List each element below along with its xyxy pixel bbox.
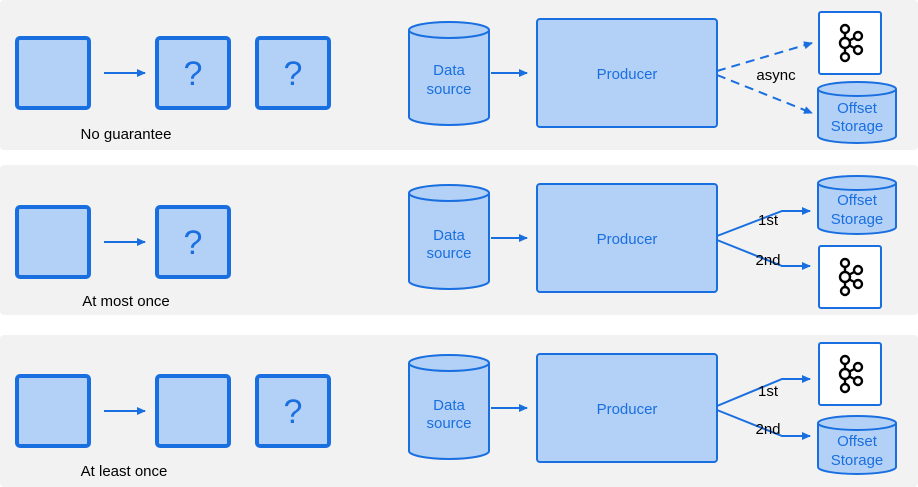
producer-box bbox=[536, 183, 718, 293]
panel-caption: No guarantee bbox=[81, 126, 172, 143]
producer-label: Producer bbox=[597, 66, 658, 83]
async-arrow-offset bbox=[716, 74, 813, 114]
panel-caption: At most once bbox=[82, 293, 170, 310]
panel-1-chain: ? ? bbox=[15, 36, 331, 110]
message-box bbox=[15, 374, 91, 448]
panel-3-chain: ? bbox=[15, 374, 331, 448]
chain-symbol: ? bbox=[284, 393, 303, 431]
data-source-cylinder: Data source bbox=[408, 184, 490, 290]
message-box bbox=[255, 36, 331, 110]
data-source-cylinder: Data source bbox=[408, 354, 490, 460]
kafka-icon bbox=[838, 354, 864, 394]
message-box bbox=[255, 374, 331, 448]
chain-symbol: ? bbox=[184, 224, 203, 262]
producer-label: Producer bbox=[597, 231, 658, 248]
message-box bbox=[15, 36, 91, 110]
second-arrow bbox=[716, 239, 811, 270]
async-label: async bbox=[756, 67, 796, 84]
data-source-label: Data bbox=[433, 62, 465, 79]
chain-symbol: ? bbox=[284, 55, 303, 93]
first-arrow bbox=[716, 375, 811, 407]
offset-storage-label: Offset bbox=[837, 192, 878, 209]
second-label: 2nd bbox=[755, 252, 780, 269]
message-box bbox=[155, 36, 231, 110]
offset-storage-label: Storage bbox=[831, 452, 884, 469]
data-source-label: Data bbox=[433, 397, 465, 414]
data-source-cylinder: Data source bbox=[408, 21, 490, 126]
kafka-box bbox=[818, 245, 882, 309]
data-source-label: source bbox=[426, 81, 471, 98]
first-label: 1st bbox=[758, 383, 779, 400]
offset-storage-cylinder: Offset Storage bbox=[817, 175, 897, 235]
offset-storage-cylinder: Offset Storage bbox=[817, 415, 897, 475]
kafka-icon bbox=[838, 23, 864, 63]
offset-storage-cylinder: Offset Storage bbox=[817, 81, 897, 144]
offset-storage-label: Offset bbox=[837, 433, 878, 450]
async-arrow-kafka bbox=[716, 41, 813, 72]
message-box bbox=[15, 205, 91, 279]
kafka-box bbox=[818, 342, 882, 406]
second-label: 2nd bbox=[755, 421, 780, 438]
producer-label: Producer bbox=[597, 401, 658, 418]
producer-box bbox=[536, 18, 718, 128]
first-label: 1st bbox=[758, 212, 779, 229]
kafka-box bbox=[818, 11, 882, 75]
chain-symbol: ? bbox=[184, 55, 203, 93]
second-arrow bbox=[716, 409, 811, 440]
message-box bbox=[155, 205, 231, 279]
first-arrow bbox=[716, 207, 811, 237]
message-box bbox=[155, 374, 231, 448]
offset-storage-label: Storage bbox=[831, 118, 884, 135]
kafka-icon bbox=[838, 257, 864, 297]
data-source-label: Data bbox=[433, 227, 465, 244]
panel-2-chain: ? bbox=[15, 205, 231, 279]
offset-storage-label: Storage bbox=[831, 211, 884, 228]
producer-box bbox=[536, 353, 718, 463]
offset-storage-label: Offset bbox=[837, 100, 878, 117]
data-source-label: source bbox=[426, 245, 471, 262]
data-source-label: source bbox=[426, 415, 471, 432]
panel-caption: At least once bbox=[81, 463, 168, 480]
